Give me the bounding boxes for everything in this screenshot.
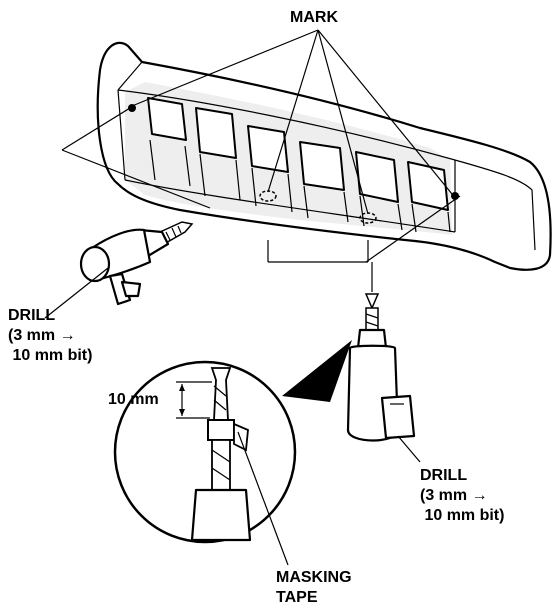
detail-circle bbox=[113, 340, 352, 544]
label-drill-right-3: 10 mm bit) bbox=[420, 507, 504, 524]
label-masking-1: MASKING bbox=[276, 569, 352, 586]
drill-left bbox=[79, 221, 194, 306]
label-drill-left-2: (3 mm → bbox=[8, 327, 76, 344]
label-drill-right-1: DRILL bbox=[420, 467, 467, 484]
mark-leaders bbox=[131, 29, 453, 215]
drill-right bbox=[346, 293, 416, 442]
label-drill-right-2: (3 mm → bbox=[420, 487, 488, 504]
label-mark: MARK bbox=[290, 9, 338, 26]
label-depth: 10 mm bbox=[108, 391, 159, 408]
guide-lines bbox=[61, 107, 461, 292]
label-masking-2: TAPE bbox=[276, 589, 318, 605]
label-drill-left-3: 10 mm bit) bbox=[8, 347, 92, 364]
label-drill-left-1: DRILL bbox=[8, 307, 55, 324]
